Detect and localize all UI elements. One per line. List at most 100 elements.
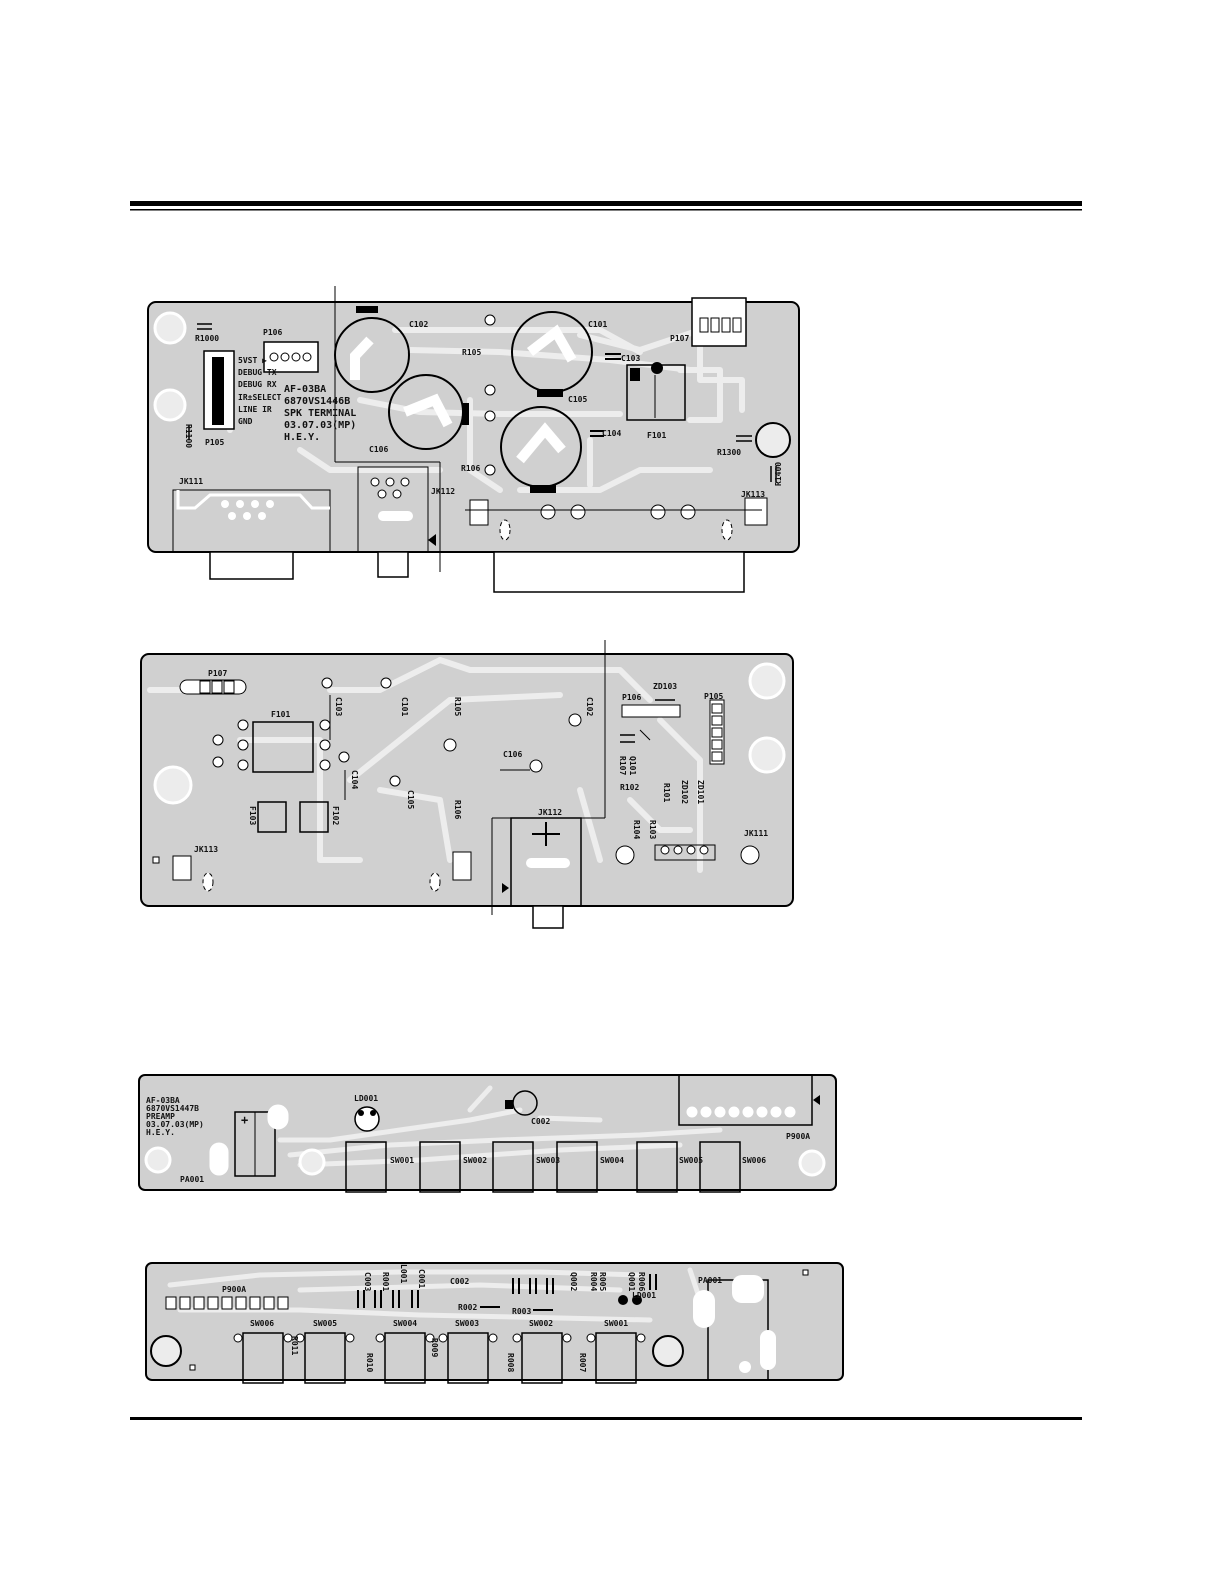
label-c102-b: C102 [585, 697, 594, 716]
label-r104-b: R104 [632, 820, 641, 839]
label-p900a: P900A [786, 1132, 810, 1141]
label-q001-b: Q001 [627, 1272, 636, 1291]
label-c104: C104 [602, 429, 621, 438]
label-c002: C002 [531, 1117, 550, 1126]
label-c001-b: C001 [417, 1269, 426, 1288]
label-c103: C103 [621, 354, 640, 363]
label-l001-b: L001 [399, 1264, 408, 1283]
label-c106-b: C106 [503, 750, 522, 759]
label-pa001: PA001 [180, 1175, 204, 1184]
label-p106: P106 [263, 328, 282, 337]
preamp-silkscreen-3: PREAMP [146, 1112, 175, 1121]
pin-label-debug-tx: DEBUG TX [238, 368, 277, 377]
label-c101: C101 [588, 320, 607, 329]
speaker-board-bottom: P107 F101 C103 C101 R105 C102 P106 ZD103… [140, 640, 794, 929]
label-r107-b: R107 [618, 756, 627, 775]
label-r008-b: R008 [506, 1353, 515, 1372]
label-p105: P105 [205, 438, 224, 447]
label-r010-b: R010 [365, 1353, 374, 1372]
label-sw002-b: SW002 [529, 1319, 553, 1328]
footer-rule [130, 1417, 1082, 1420]
label-r004-b: R004 [589, 1272, 598, 1291]
silkscreen-line-4: 03.07.03(MP) [284, 420, 356, 431]
label-jk112: JK112 [431, 487, 455, 496]
label-f101: F101 [647, 431, 666, 440]
label-sw006: SW006 [742, 1156, 766, 1165]
label-p106-b: P106 [622, 693, 641, 702]
label-sw003: SW003 [536, 1156, 560, 1165]
label-ld001: LD001 [354, 1094, 378, 1103]
label-sw003-b: SW003 [455, 1319, 479, 1328]
label-c103-b: C103 [334, 697, 343, 716]
label-r103-b: R103 [648, 820, 657, 839]
pin-label-5vst: 5VST ▶ [238, 356, 267, 365]
label-jk113-b: JK113 [194, 845, 218, 854]
preamp-silkscreen-5: H.E.Y. [146, 1128, 175, 1137]
pin-label-debug-rx: DEBUG RX [238, 380, 277, 389]
label-f103-b: F103 [248, 806, 257, 825]
label-jk113: JK113 [741, 490, 765, 499]
speaker-board-top: R1000 P106 C102 C101 P107 C103 R105 C105… [147, 286, 800, 593]
label-jk112-b: JK112 [538, 808, 562, 817]
label-c102: C102 [409, 320, 428, 329]
label-r005-b: R005 [598, 1272, 607, 1291]
silkscreen-line-1: AF-03BA [284, 384, 326, 395]
label-pa001-b: PA001 [698, 1276, 722, 1285]
label-r106: R106 [461, 464, 480, 473]
label-r102-b: R102 [620, 783, 639, 792]
label-jk111-b: JK111 [744, 829, 768, 838]
label-r1300: R1300 [717, 448, 741, 457]
label-sw005-b: SW005 [313, 1319, 337, 1328]
label-sw001-b: SW001 [604, 1319, 628, 1328]
silkscreen-line-3: SPK TERMINAL [284, 408, 356, 419]
label-r002-b: R002 [458, 1303, 477, 1312]
label-sw004: SW004 [600, 1156, 624, 1165]
label-c106: C106 [369, 445, 388, 454]
label-q101-b: Q101 [628, 756, 637, 775]
label-r011-b: R011 [290, 1336, 299, 1355]
label-r009-b: R009 [430, 1338, 439, 1357]
pin-label-line-ir: LINE IR [238, 405, 272, 414]
label-sw002: SW002 [463, 1156, 487, 1165]
label-f101-b: F101 [271, 710, 290, 719]
label-r003-b: R003 [512, 1307, 531, 1316]
label-zd102-b: ZD102 [680, 780, 689, 804]
label-zd103-b: ZD103 [653, 682, 677, 691]
label-r1400: R1400 [774, 462, 783, 486]
label-r001-b: R001 [381, 1272, 390, 1291]
label-p107-b: P107 [208, 669, 227, 678]
label-ld001-b: LD001 [632, 1291, 656, 1300]
label-p900a-b: P900A [222, 1285, 246, 1294]
label-c002-b: C002 [450, 1277, 469, 1286]
preamp-silkscreen-2: 6870VS1447B [146, 1104, 199, 1113]
label-q002-b: Q002 [569, 1272, 578, 1291]
pin-label-ir-select: IR±SELECT [238, 393, 282, 402]
label-sw005: SW005 [679, 1156, 703, 1165]
silkscreen-line-5: H.E.Y. [284, 432, 320, 443]
label-r006-b: R006 [637, 1272, 646, 1291]
label-r1100: R1100 [184, 424, 193, 448]
label-c104-b: C104 [350, 770, 359, 789]
label-r105: R105 [462, 348, 481, 357]
label-r101-b: R101 [662, 783, 671, 802]
label-sw004-b: SW004 [393, 1319, 417, 1328]
label-f102-b: F102 [331, 806, 340, 825]
preamp-silkscreen-4: 03.07.03(MP) [146, 1120, 204, 1129]
label-p107: P107 [670, 334, 689, 343]
label-c105-b: C105 [406, 790, 415, 809]
label-r1000: R1000 [195, 334, 219, 343]
label-jk111: JK111 [179, 477, 203, 486]
label-zd101-b: ZD101 [696, 780, 705, 804]
header-rule [130, 201, 1082, 211]
preamp-silkscreen-1: AF-03BA [146, 1096, 180, 1105]
label-c105: C105 [568, 395, 587, 404]
label-r105-b: R105 [453, 697, 462, 716]
label-c003-b: C003 [363, 1272, 372, 1291]
preamp-board-top: + AF-03BA 6870VS1447B PREAMP 03.07.03(MP… [138, 1074, 837, 1193]
silkscreen-line-2: 6870VS1446B [284, 396, 350, 407]
label-r106-b: R106 [453, 800, 462, 819]
pin-label-gnd: GND [238, 417, 253, 426]
label-r007-b: R007 [578, 1353, 587, 1372]
label-sw001: SW001 [390, 1156, 414, 1165]
